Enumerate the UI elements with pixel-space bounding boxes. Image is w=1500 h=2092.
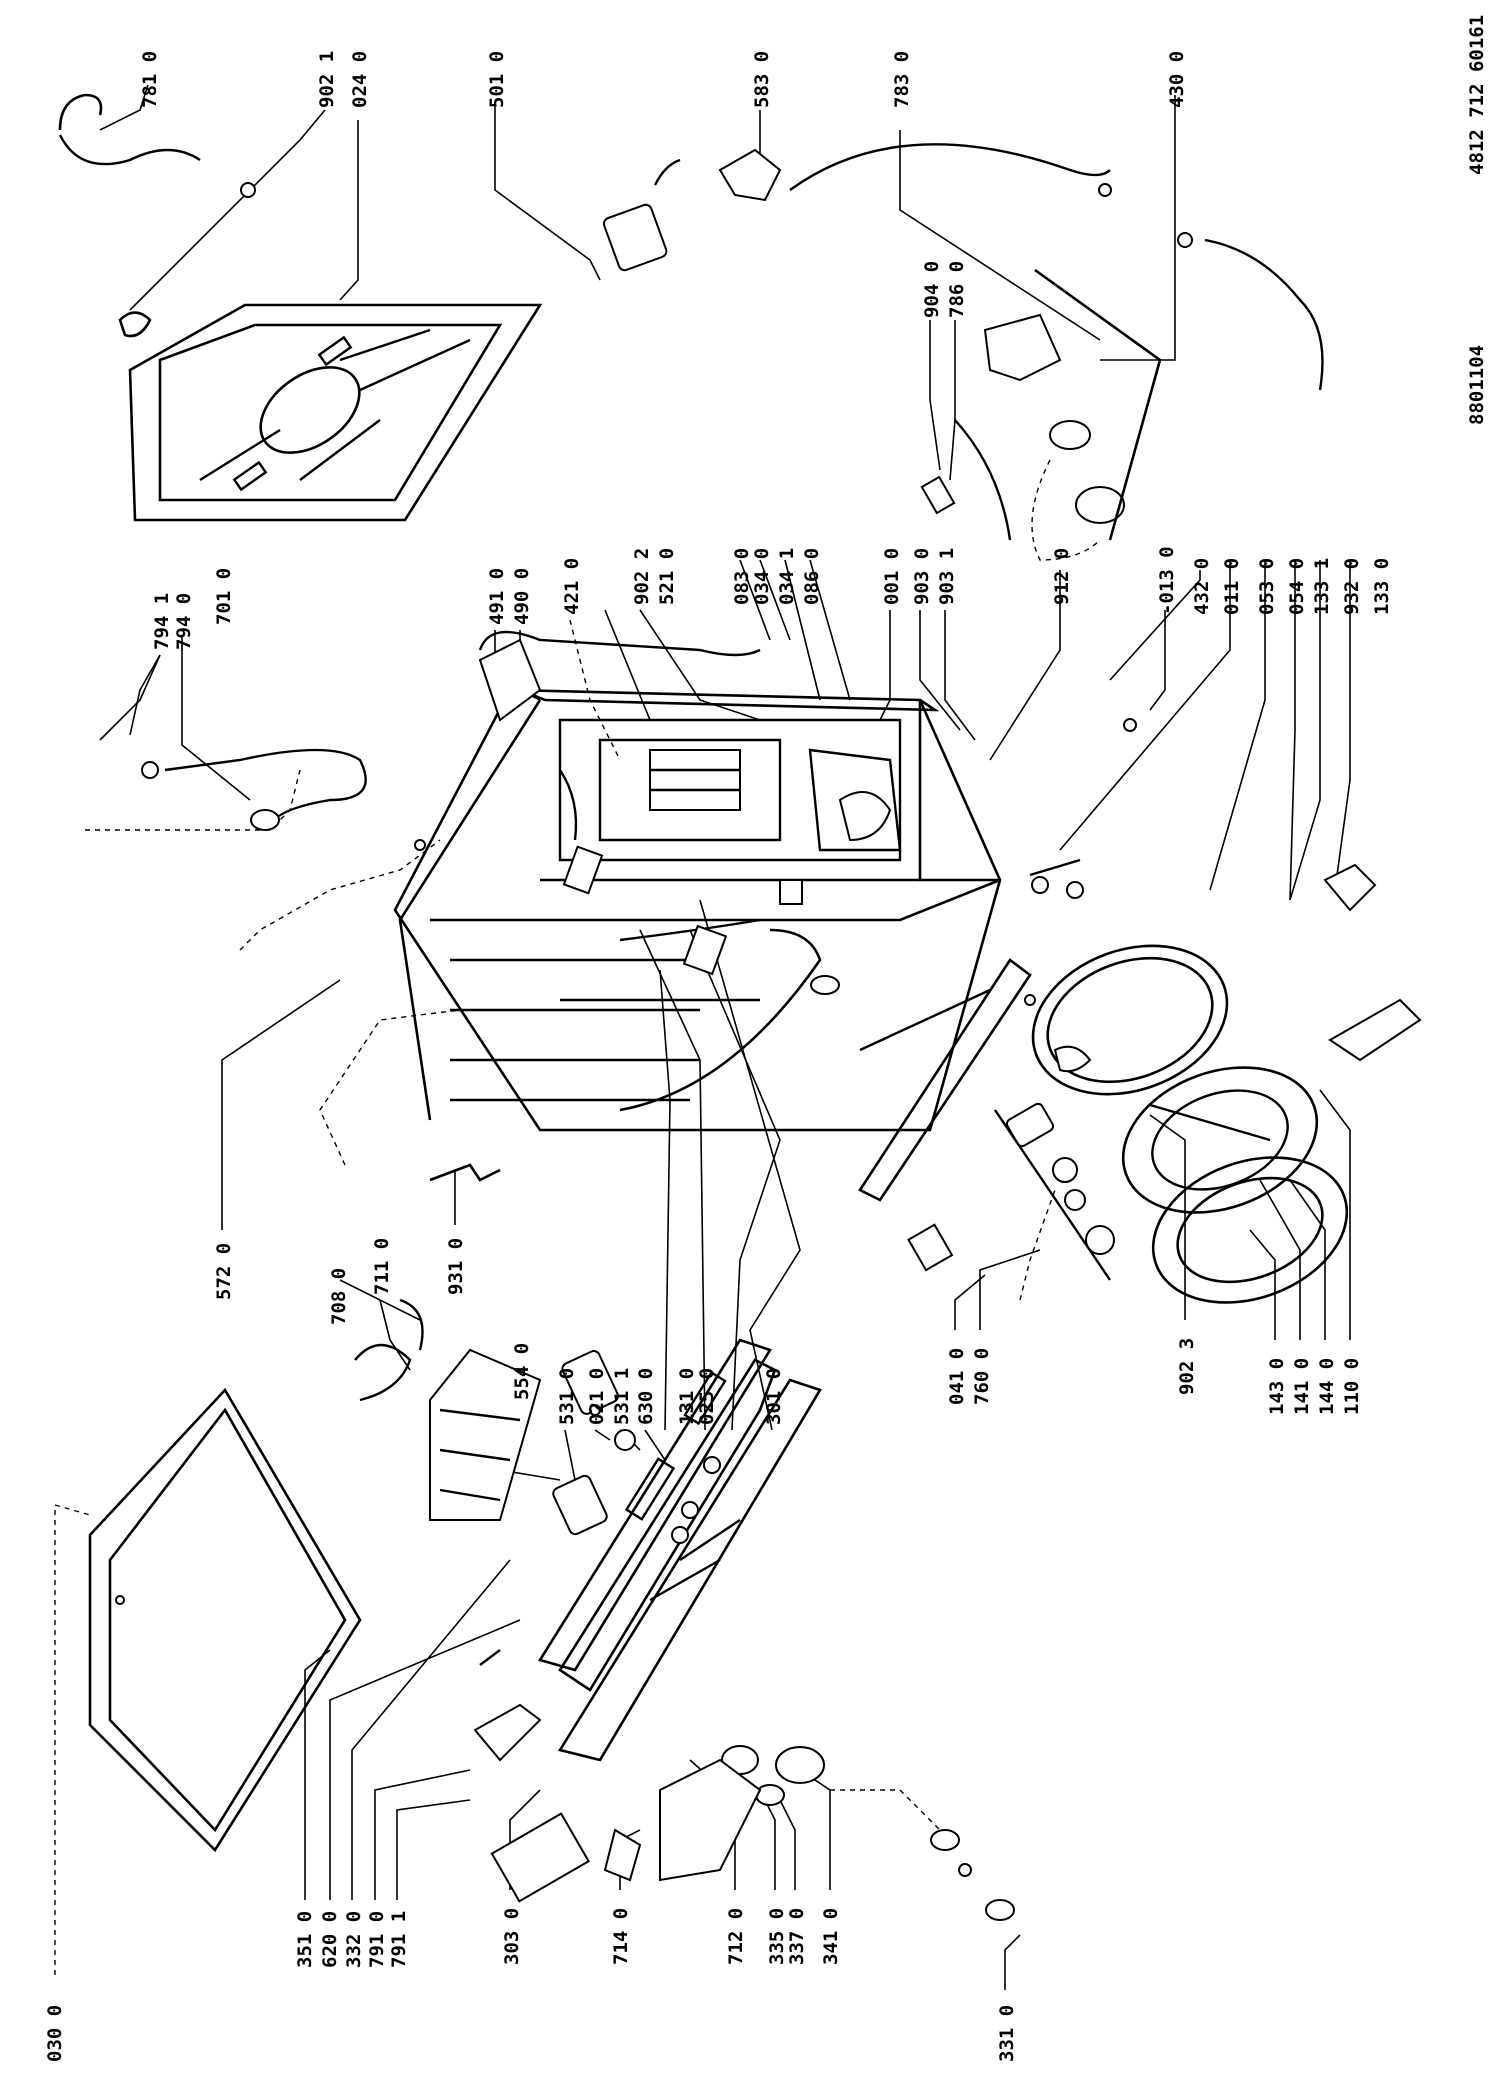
label-491-0: 491 0 xyxy=(486,568,508,625)
label-332-0: 332 0 xyxy=(343,1911,365,1968)
label-791-0: 791 0 xyxy=(366,1911,388,1968)
label-794-1: 794 1 xyxy=(151,593,173,650)
part-labels: 030 0 351 0 620 0 332 0 791 0 791 1 303 … xyxy=(44,15,1488,2062)
knobs xyxy=(721,1745,1015,1921)
part-drawings xyxy=(58,93,1422,1921)
label-432-0: 432 0 xyxy=(1191,558,1213,615)
label-903-1: 903 1 xyxy=(936,548,958,605)
pump-assembly-432 xyxy=(983,268,1162,561)
drain-hose-430 xyxy=(1177,232,1324,391)
label-053-0: 053 0 xyxy=(1256,558,1278,615)
label-301-0: 301 0 xyxy=(763,1368,785,1425)
panels-303-791 xyxy=(473,1649,762,1903)
label-708-0: 708 0 xyxy=(328,1268,350,1325)
label-794-0: 794 0 xyxy=(173,593,195,650)
label-024-0: 024 0 xyxy=(349,51,371,108)
label-331-0: 331 0 xyxy=(996,2005,1018,2062)
label-143-0: 143 0 xyxy=(1266,1358,1288,1415)
label-083-0: 083 0 xyxy=(731,548,753,605)
sensor-501 xyxy=(602,158,681,272)
spring-931 xyxy=(429,1163,501,1182)
label-054-0: 054 0 xyxy=(1286,558,1308,615)
label-912-0: 912 0 xyxy=(1051,548,1073,605)
hose-781 xyxy=(58,93,256,198)
label-351-0: 351 0 xyxy=(294,1911,316,1968)
label-711-0: 711 0 xyxy=(371,1238,393,1295)
label-932-0: 932 0 xyxy=(1341,558,1363,615)
cabinet-001 xyxy=(393,688,1002,1132)
label-001-0: 001 0 xyxy=(881,548,903,605)
label-531-0: 531 0 xyxy=(556,1368,578,1425)
label-931-0: 931 0 xyxy=(445,1238,467,1295)
clip-902-1 xyxy=(118,311,152,338)
label-521-0: 521 0 xyxy=(656,548,678,605)
label-712-0: 712 0 xyxy=(725,1908,747,1965)
label-554-0: 554 0 xyxy=(511,1343,533,1400)
pressostat-490 xyxy=(478,630,761,895)
label-144-0: 144 0 xyxy=(1316,1358,1338,1415)
label-701-0: 701 0 xyxy=(213,568,235,625)
label-030-0: 030 0 xyxy=(44,2005,66,2062)
label-760-0: 760 0 xyxy=(971,1348,993,1405)
label-337-0: 337 0 xyxy=(786,1908,808,1965)
top-panel-024 xyxy=(128,303,543,522)
screw-011b xyxy=(1066,881,1084,899)
label-110-0: 110 0 xyxy=(1341,1358,1363,1415)
bracket-011 xyxy=(1029,858,1081,877)
label-620-0: 620 0 xyxy=(319,1911,341,1968)
dispenser-711 xyxy=(429,1348,542,1521)
label-572-0: 572 0 xyxy=(213,1243,235,1300)
label-430-0: 430 0 xyxy=(1166,51,1188,108)
label-791-1: 791 1 xyxy=(388,1911,410,1968)
label-341-0: 341 0 xyxy=(820,1908,842,1965)
label-786-0: 786 0 xyxy=(946,261,968,318)
label-630-0-b: 630 0 xyxy=(635,1368,657,1425)
label-025-0: 025 0 xyxy=(696,1368,718,1425)
label-034-0: 034 0 xyxy=(751,548,773,605)
label-904-0: 904 0 xyxy=(921,261,943,318)
label-781-0: 781 0 xyxy=(139,51,161,108)
label-501-0: 501 0 xyxy=(486,51,508,108)
hose-708 xyxy=(354,1298,424,1402)
label-783-0: 783 0 xyxy=(891,51,913,108)
label-903-0: 903 0 xyxy=(911,548,933,605)
control-module-531 xyxy=(552,1350,636,1536)
doc-code-2: 4812 712 60161 xyxy=(1466,15,1488,175)
label-303-0: 303 0 xyxy=(501,1908,523,1965)
screw-013 xyxy=(1123,718,1137,732)
label-531-1: 531 1 xyxy=(611,1368,633,1425)
door-bar-760 xyxy=(858,958,1115,1281)
doc-code-1: 8801104 xyxy=(1466,345,1488,425)
label-013-0: -013 0 xyxy=(1156,546,1178,615)
label-141-0: 141 0 xyxy=(1291,1358,1313,1415)
screw-011 xyxy=(1031,876,1049,894)
label-583-0: 583 0 xyxy=(751,51,773,108)
label-133-1: 133 1 xyxy=(1311,558,1333,615)
front-panel-025 xyxy=(557,1378,822,1762)
label-335-0: 335 0 xyxy=(766,1908,788,1965)
valve-583 xyxy=(718,143,1112,202)
label-021-0: 021 0 xyxy=(586,1368,608,1425)
label-034-1: 034 1 xyxy=(776,548,798,605)
label-902-2: 902 2 xyxy=(631,548,653,605)
inlet-hose-701 xyxy=(141,748,426,851)
label-421-0: 421 0 xyxy=(561,558,583,615)
label-902-3: 902 3 xyxy=(1176,1338,1198,1395)
label-490-0: 490 0 xyxy=(511,568,533,625)
label-011-0: 011 0 xyxy=(1221,558,1243,615)
hose-786 xyxy=(920,419,1012,541)
screw-902-3 xyxy=(1024,994,1036,1006)
label-041-0: 041 0 xyxy=(946,1348,968,1405)
label-714-0: 714 0 xyxy=(610,1908,632,1965)
door-assembly xyxy=(1031,863,1422,1304)
label-133-0: 133 0 xyxy=(1371,558,1393,615)
label-131-0: 131 0 xyxy=(676,1368,698,1425)
label-902-1: 902 1 xyxy=(316,51,338,108)
control-panel-301 xyxy=(537,1338,777,1692)
label-086-0: 086 0 xyxy=(801,548,823,605)
door-frame-030 xyxy=(88,1387,362,1853)
